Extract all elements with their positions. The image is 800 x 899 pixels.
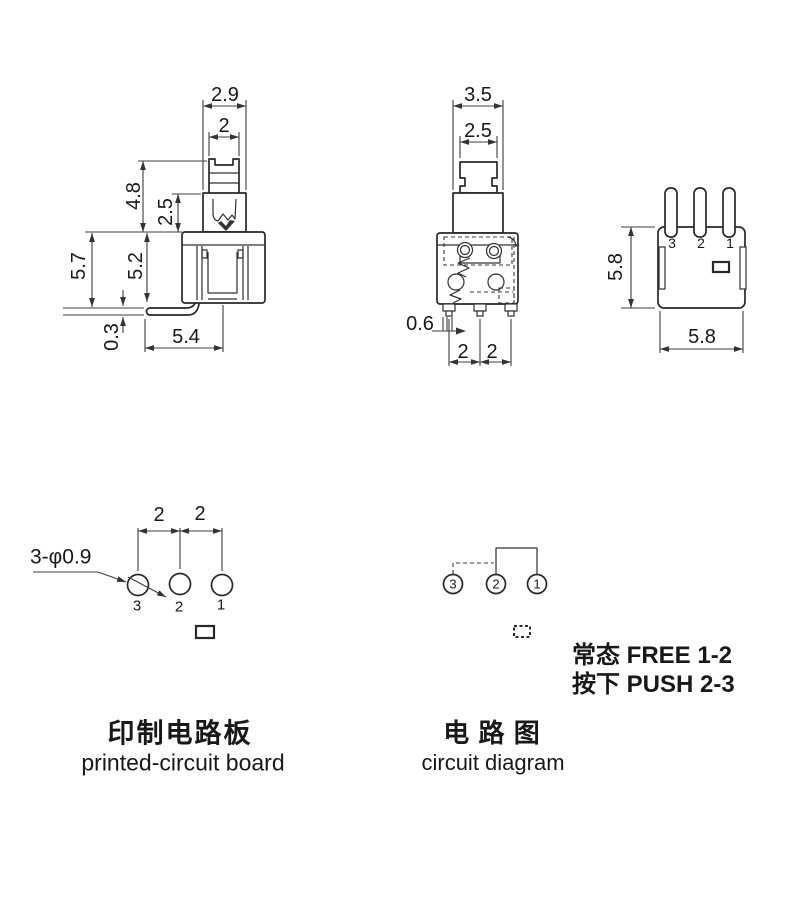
circuit-caption-zh: 电 路 图 <box>443 718 541 748</box>
circuit-caption-en: circuit diagram <box>421 750 565 775</box>
rear-view-drawing <box>621 187 747 353</box>
open-contact-link <box>452 562 494 574</box>
pcb-hole <box>126 573 150 597</box>
side-view-drawing <box>63 100 266 352</box>
rear-width-dim: 5.8 <box>688 326 716 348</box>
state-push-note: 按下 PUSH 2-3 <box>572 671 735 698</box>
front-stem-width-dim: 3.5 <box>464 84 492 106</box>
pcb-pad-label-3: 3 <box>132 597 142 615</box>
front-view-pins <box>442 303 518 317</box>
pcb-hole <box>210 573 234 597</box>
side-body-height-dim: 5.2 <box>125 252 147 280</box>
closed-contact-link <box>495 547 538 574</box>
rear-pin-label-3: 3 <box>668 235 676 251</box>
pcb-hole <box>168 572 192 596</box>
rear-height-dim: 5.8 <box>605 253 627 281</box>
heart-cam-groove <box>212 198 237 222</box>
front-view-dimensions <box>432 100 512 366</box>
side-total-height-dim: 5.7 <box>68 252 90 280</box>
pcb-caption-en: printed-circuit board <box>81 749 285 776</box>
solder-lead <box>145 302 200 316</box>
pcb-keying-mark <box>194 624 216 640</box>
front-knob-width-dim: 2.5 <box>464 120 492 142</box>
circuit-terminal <box>485 573 507 595</box>
side-top-width-dim: 2.9 <box>211 84 239 106</box>
front-view-drawing <box>432 100 519 366</box>
side-knob-width-dim: 2 <box>218 115 230 137</box>
rear-pin-label-2: 2 <box>697 235 705 251</box>
side-lead-thickness-dim: 0.3 <box>101 323 123 351</box>
rear-pin-label-1: 1 <box>726 235 734 251</box>
side-bottom-width-dim: 5.4 <box>172 326 200 348</box>
circuit-terminal-label-3: 3 <box>449 576 457 592</box>
circuit-keying-mark <box>513 625 531 638</box>
rear-view-pins <box>664 187 736 238</box>
circuit-terminal <box>442 573 464 595</box>
pcb-pitch-left-dim: 2 <box>153 504 165 526</box>
pcb-pad-label-1: 1 <box>216 596 226 614</box>
keying-slot <box>711 260 731 274</box>
side-cam-height-dim: 2.5 <box>155 198 177 226</box>
rear-view-dimensions <box>621 226 744 353</box>
pcb-caption-zh: 印制电路板 <box>107 718 253 749</box>
circuit-terminal-label-1: 1 <box>533 576 541 592</box>
pcb-layout-drawing <box>33 528 234 640</box>
side-plunger-height-dim: 4.8 <box>123 182 145 210</box>
pcb-pad-label-2: 2 <box>174 598 184 616</box>
side-view-dimensions <box>63 100 247 352</box>
pcb-pitch-right-dim: 2 <box>194 503 206 525</box>
pcb-hole-spec: 3-φ0.9 <box>30 545 92 569</box>
pcb-dimensions <box>33 528 223 583</box>
circuit-terminal <box>526 573 548 595</box>
circuit-diagram-drawing <box>442 547 548 638</box>
front-pin-pitch-left-dim: 2 <box>457 341 469 363</box>
circuit-terminal-label-2: 2 <box>492 576 500 592</box>
front-pin-width-dim: 0.6 <box>406 313 434 335</box>
state-free-note: 常态 FREE 1-2 <box>572 642 733 669</box>
cam-arrow <box>218 220 235 231</box>
spring-detail <box>457 257 471 278</box>
spring-detail <box>449 289 462 304</box>
front-pin-pitch-right-dim: 2 <box>486 341 498 363</box>
